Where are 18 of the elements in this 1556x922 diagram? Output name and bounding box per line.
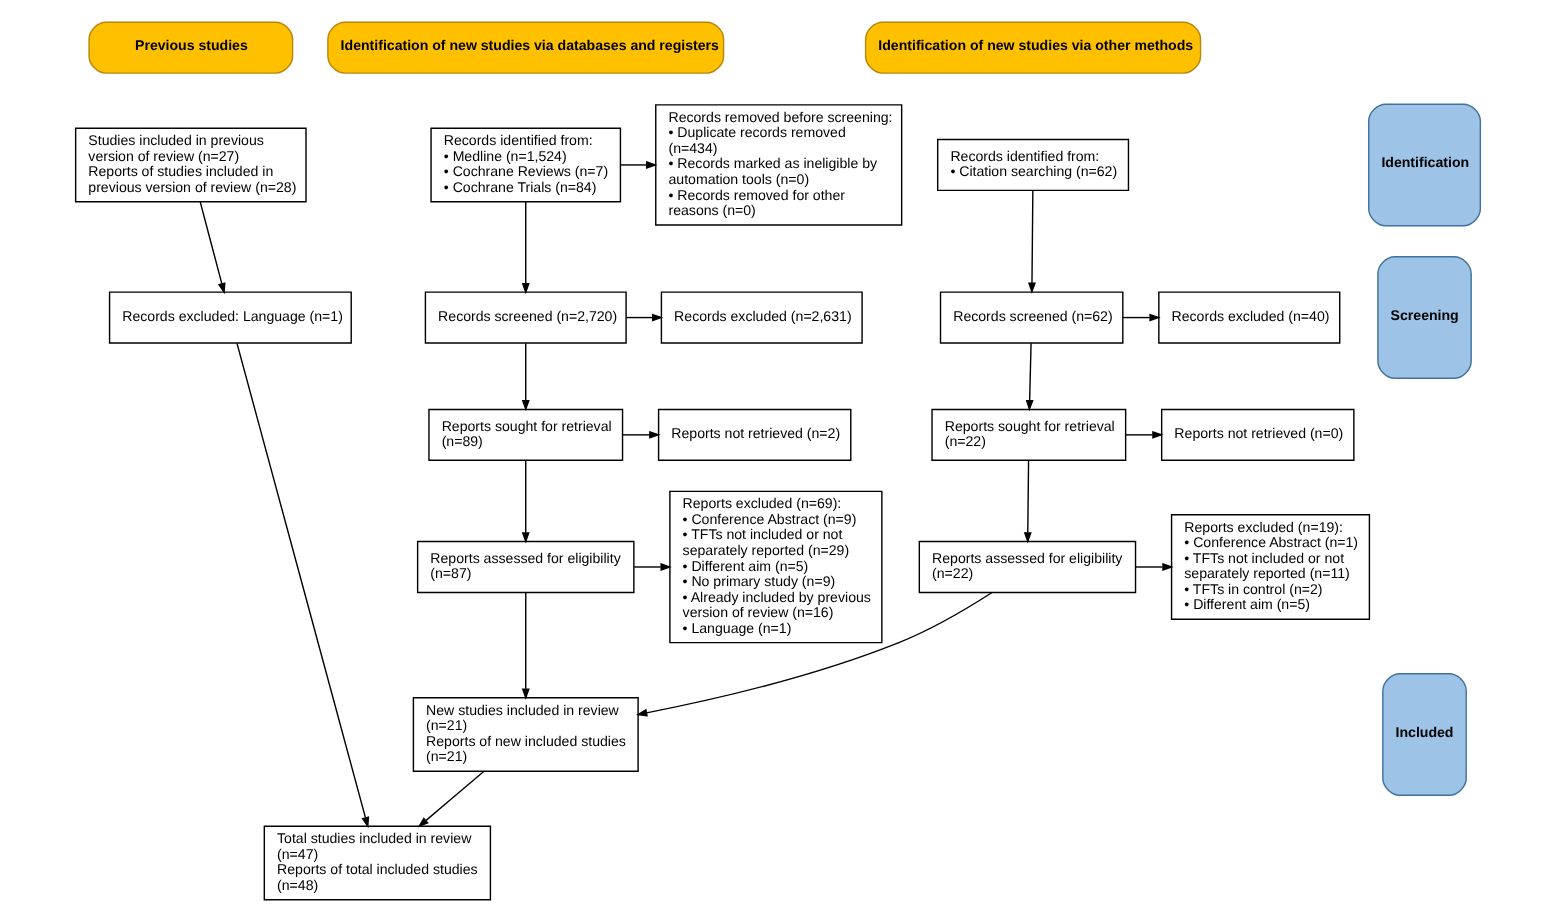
arrow — [636, 592, 993, 717]
arrow — [622, 430, 661, 439]
arrow — [1134, 563, 1174, 571]
arrow — [199, 201, 226, 295]
arrow — [1028, 189, 1036, 294]
arrow — [625, 313, 664, 322]
arrow — [1025, 342, 1034, 412]
arrow — [1023, 459, 1032, 544]
arrow — [1122, 313, 1161, 322]
arrow — [236, 342, 370, 829]
arrow — [521, 342, 530, 412]
arrow — [521, 201, 530, 295]
arrow — [417, 770, 485, 828]
arrow — [521, 459, 530, 544]
arrow — [1125, 430, 1164, 439]
arrow — [521, 592, 530, 700]
arrow — [633, 563, 672, 571]
arrow — [619, 160, 658, 169]
